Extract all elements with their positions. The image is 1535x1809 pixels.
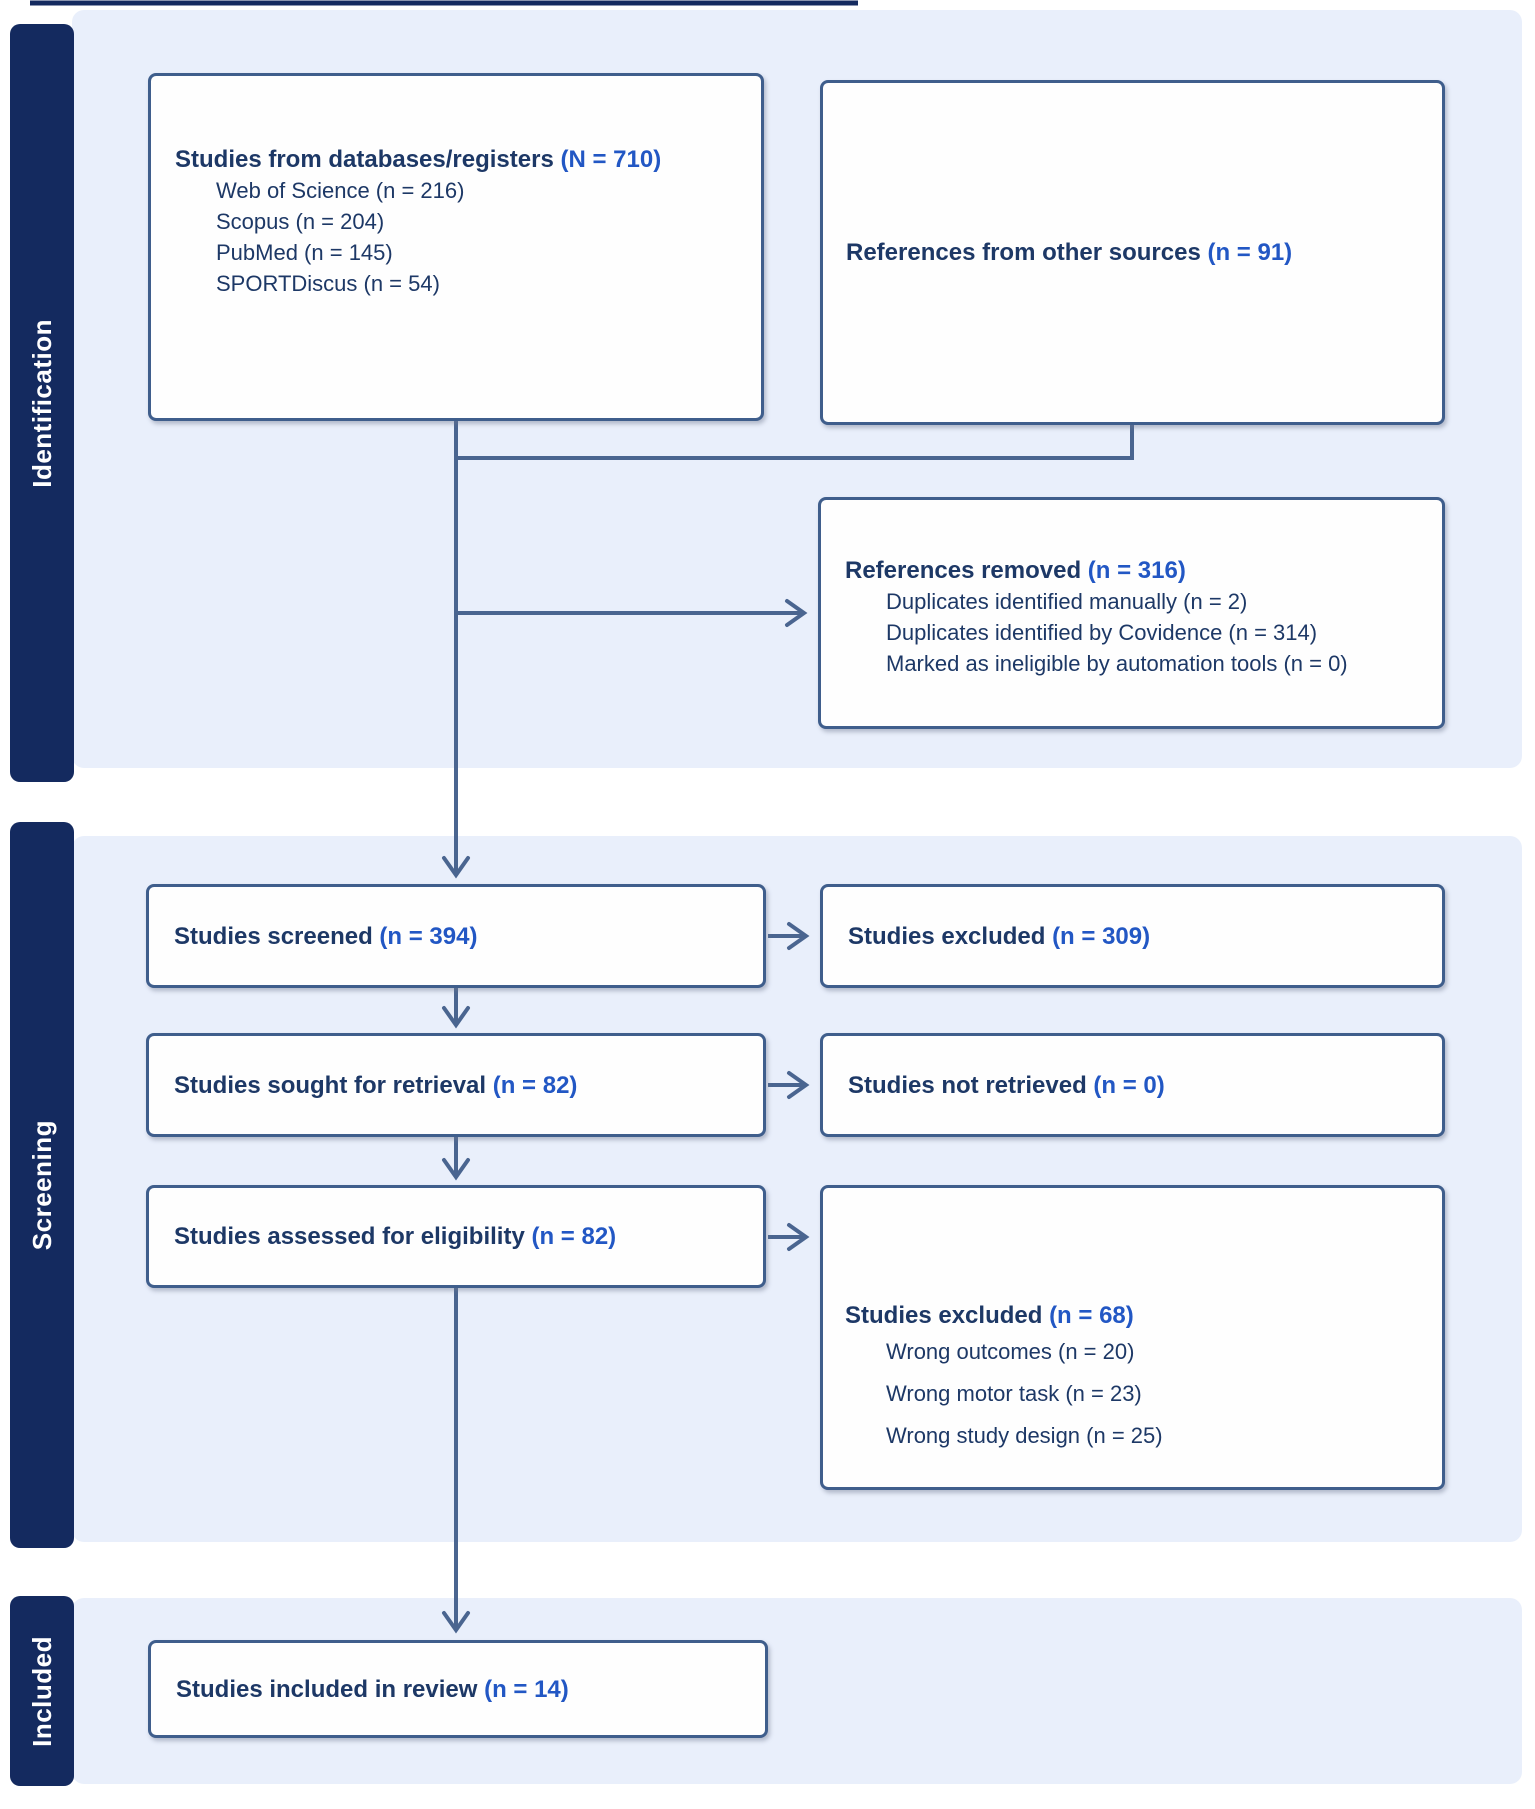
database-item: Web of Science (n = 216) bbox=[216, 178, 465, 203]
box-not-retrieved-title: Studies not retrieved (n = 0) bbox=[848, 1070, 1442, 1101]
exclusion-reason-item: Wrong outcomes (n = 20) bbox=[886, 1339, 1135, 1364]
box-excluded-eligibility: Studies excluded (n = 68) Wrong outcomes… bbox=[820, 1185, 1445, 1490]
database-item: Scopus (n = 204) bbox=[216, 209, 385, 234]
database-item: PubMed (n = 145) bbox=[216, 240, 393, 265]
removed-item: Duplicates identified by Covidence (n = … bbox=[886, 620, 1318, 645]
box-included-review-label: Studies included in review bbox=[176, 1675, 478, 1703]
box-other-sources-count: (n = 91) bbox=[1207, 239, 1293, 266]
box-sought-count: (n = 82) bbox=[492, 1071, 578, 1099]
box-screened: Studies screened (n = 394) bbox=[146, 884, 766, 988]
box-excluded-eligibility-label: Studies excluded bbox=[845, 1302, 1043, 1329]
included-label: Included bbox=[26, 1635, 57, 1747]
removed-item: Duplicates identified manually (n = 2) bbox=[886, 589, 1248, 614]
box-excluded-screening-count: (n = 309) bbox=[1052, 922, 1151, 950]
box-references-removed: References removed (n = 316) Duplicates … bbox=[818, 497, 1445, 729]
box-references-removed-title: References removed (n = 316) bbox=[845, 555, 1432, 586]
box-excluded-eligibility-count: (n = 68) bbox=[1049, 1302, 1134, 1329]
box-excluded-screening-label: Studies excluded bbox=[848, 922, 1046, 950]
box-databases-title: Studies from databases/registers (N = 71… bbox=[175, 144, 751, 175]
box-screened-label: Studies screened bbox=[174, 922, 373, 950]
screening-label: Screening bbox=[26, 1119, 57, 1251]
box-screened-title: Studies screened (n = 394) bbox=[174, 921, 763, 952]
box-assessed-label: Studies assessed for eligibility bbox=[174, 1223, 525, 1250]
box-excluded-screening-title: Studies excluded (n = 309) bbox=[848, 921, 1442, 952]
box-not-retrieved-count: (n = 0) bbox=[1093, 1071, 1165, 1099]
box-databases: Studies from databases/registers (N = 71… bbox=[148, 73, 764, 421]
box-databases-label: Studies from databases/registers bbox=[175, 146, 554, 173]
box-references-removed-count: (n = 316) bbox=[1087, 557, 1186, 584]
sidebar-label-included: Included bbox=[10, 1596, 74, 1786]
box-excluded-screening: Studies excluded (n = 309) bbox=[820, 884, 1445, 988]
box-assessed-title: Studies assessed for eligibility (n = 82… bbox=[174, 1221, 763, 1252]
box-sought: Studies sought for retrieval (n = 82) bbox=[146, 1033, 766, 1137]
box-assessed: Studies assessed for eligibility (n = 82… bbox=[146, 1185, 766, 1288]
database-item: SPORTDiscus (n = 54) bbox=[216, 271, 440, 296]
exclusion-reason-item: Wrong study design (n = 25) bbox=[886, 1423, 1163, 1448]
removed-item: Marked as ineligible by automation tools… bbox=[886, 651, 1348, 676]
box-included-review-count: (n = 14) bbox=[484, 1675, 569, 1703]
identification-label: Identification bbox=[26, 318, 57, 488]
box-databases-count: (N = 710) bbox=[560, 146, 662, 173]
box-excluded-eligibility-title: Studies excluded (n = 68) bbox=[845, 1300, 1432, 1331]
box-other-sources: References from other sources (n = 91) bbox=[820, 80, 1445, 425]
box-other-sources-title: References from other sources (n = 91) bbox=[846, 237, 1442, 268]
box-sought-label: Studies sought for retrieval bbox=[174, 1071, 487, 1099]
box-sought-title: Studies sought for retrieval (n = 82) bbox=[174, 1070, 763, 1101]
box-included-review-title: Studies included in review (n = 14) bbox=[176, 1674, 765, 1705]
box-not-retrieved-label: Studies not retrieved bbox=[848, 1071, 1087, 1099]
box-assessed-count: (n = 82) bbox=[531, 1223, 617, 1250]
box-references-removed-label: References removed bbox=[845, 557, 1082, 584]
box-not-retrieved: Studies not retrieved (n = 0) bbox=[820, 1033, 1445, 1137]
sidebar-label-screening: Screening bbox=[10, 822, 74, 1548]
box-included-review: Studies included in review (n = 14) bbox=[148, 1640, 768, 1738]
sidebar-label-identification: Identification bbox=[10, 24, 74, 782]
box-screened-count: (n = 394) bbox=[379, 922, 478, 950]
exclusion-reason-item: Wrong motor task (n = 23) bbox=[886, 1381, 1142, 1406]
box-other-sources-label: References from other sources bbox=[846, 239, 1201, 266]
